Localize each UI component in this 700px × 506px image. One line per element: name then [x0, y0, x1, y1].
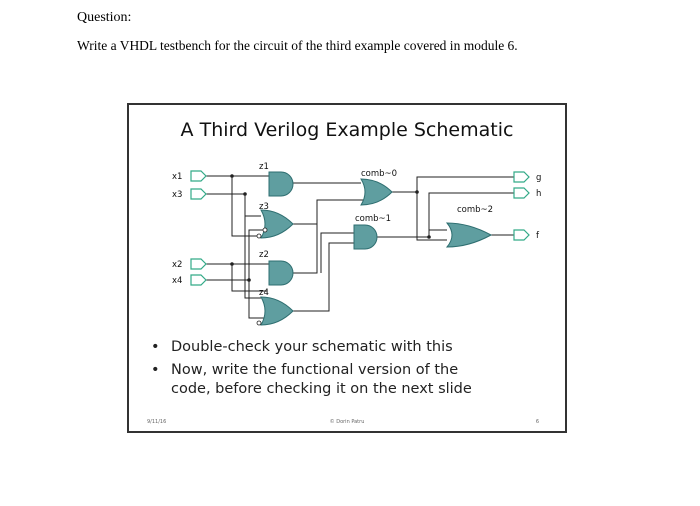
and-gate-z4: [260, 296, 294, 326]
bullet-list: Double-check your schematic with this No…: [151, 338, 501, 403]
question-text: Write a VHDL testbench for the circuit o…: [77, 38, 518, 53]
label-z4: z4: [259, 288, 269, 298]
input-pin-x3: [190, 188, 207, 200]
input-pins: [190, 170, 207, 286]
input-pin-x2: [190, 258, 207, 270]
output-pins: [513, 171, 530, 241]
output-pin-g: [513, 171, 530, 183]
schematic-diagram: x1 x3 x2 x4 g h f z1 z3 z2 z4 comb~0 com…: [172, 162, 541, 326]
slide-title: A Third Verilog Example Schematic: [180, 119, 514, 141]
and-gate-z3: [260, 209, 294, 239]
label-f: f: [536, 231, 540, 241]
label-g: g: [536, 173, 541, 183]
label-h: h: [536, 189, 541, 199]
input-pin-x4: [190, 274, 207, 286]
footer-page-number: 6: [535, 419, 539, 425]
label-comb0: comb~0: [361, 169, 397, 179]
footer-date: 9/11/16: [147, 419, 167, 425]
and-gate-comb1: [353, 224, 378, 250]
and-gate-z2: [268, 260, 294, 286]
question-label: Question:: [77, 10, 132, 25]
slide-image: A Third Verilog Example Schematic: [127, 103, 567, 433]
footer-author: © Dorin Patru: [329, 419, 365, 425]
output-pin-f: [513, 229, 530, 241]
label-x1: x1: [172, 172, 182, 182]
bullet-item: Now, write the functional version of the…: [151, 361, 501, 399]
output-pin-h: [513, 187, 530, 199]
label-z3: z3: [259, 202, 269, 212]
or-gate-comb0: [360, 178, 393, 206]
and-gate-z1: [268, 171, 294, 197]
label-x2: x2: [172, 260, 182, 270]
label-comb1: comb~1: [355, 214, 391, 224]
label-comb2: comb~2: [457, 205, 493, 215]
label-x3: x3: [172, 190, 182, 200]
or-gate-comb2: [445, 222, 493, 248]
label-z1: z1: [259, 162, 269, 172]
input-pin-x1: [190, 170, 207, 182]
bullet-item: Double-check your schematic with this: [151, 338, 501, 357]
label-z2: z2: [259, 250, 269, 260]
label-x4: x4: [172, 276, 182, 286]
